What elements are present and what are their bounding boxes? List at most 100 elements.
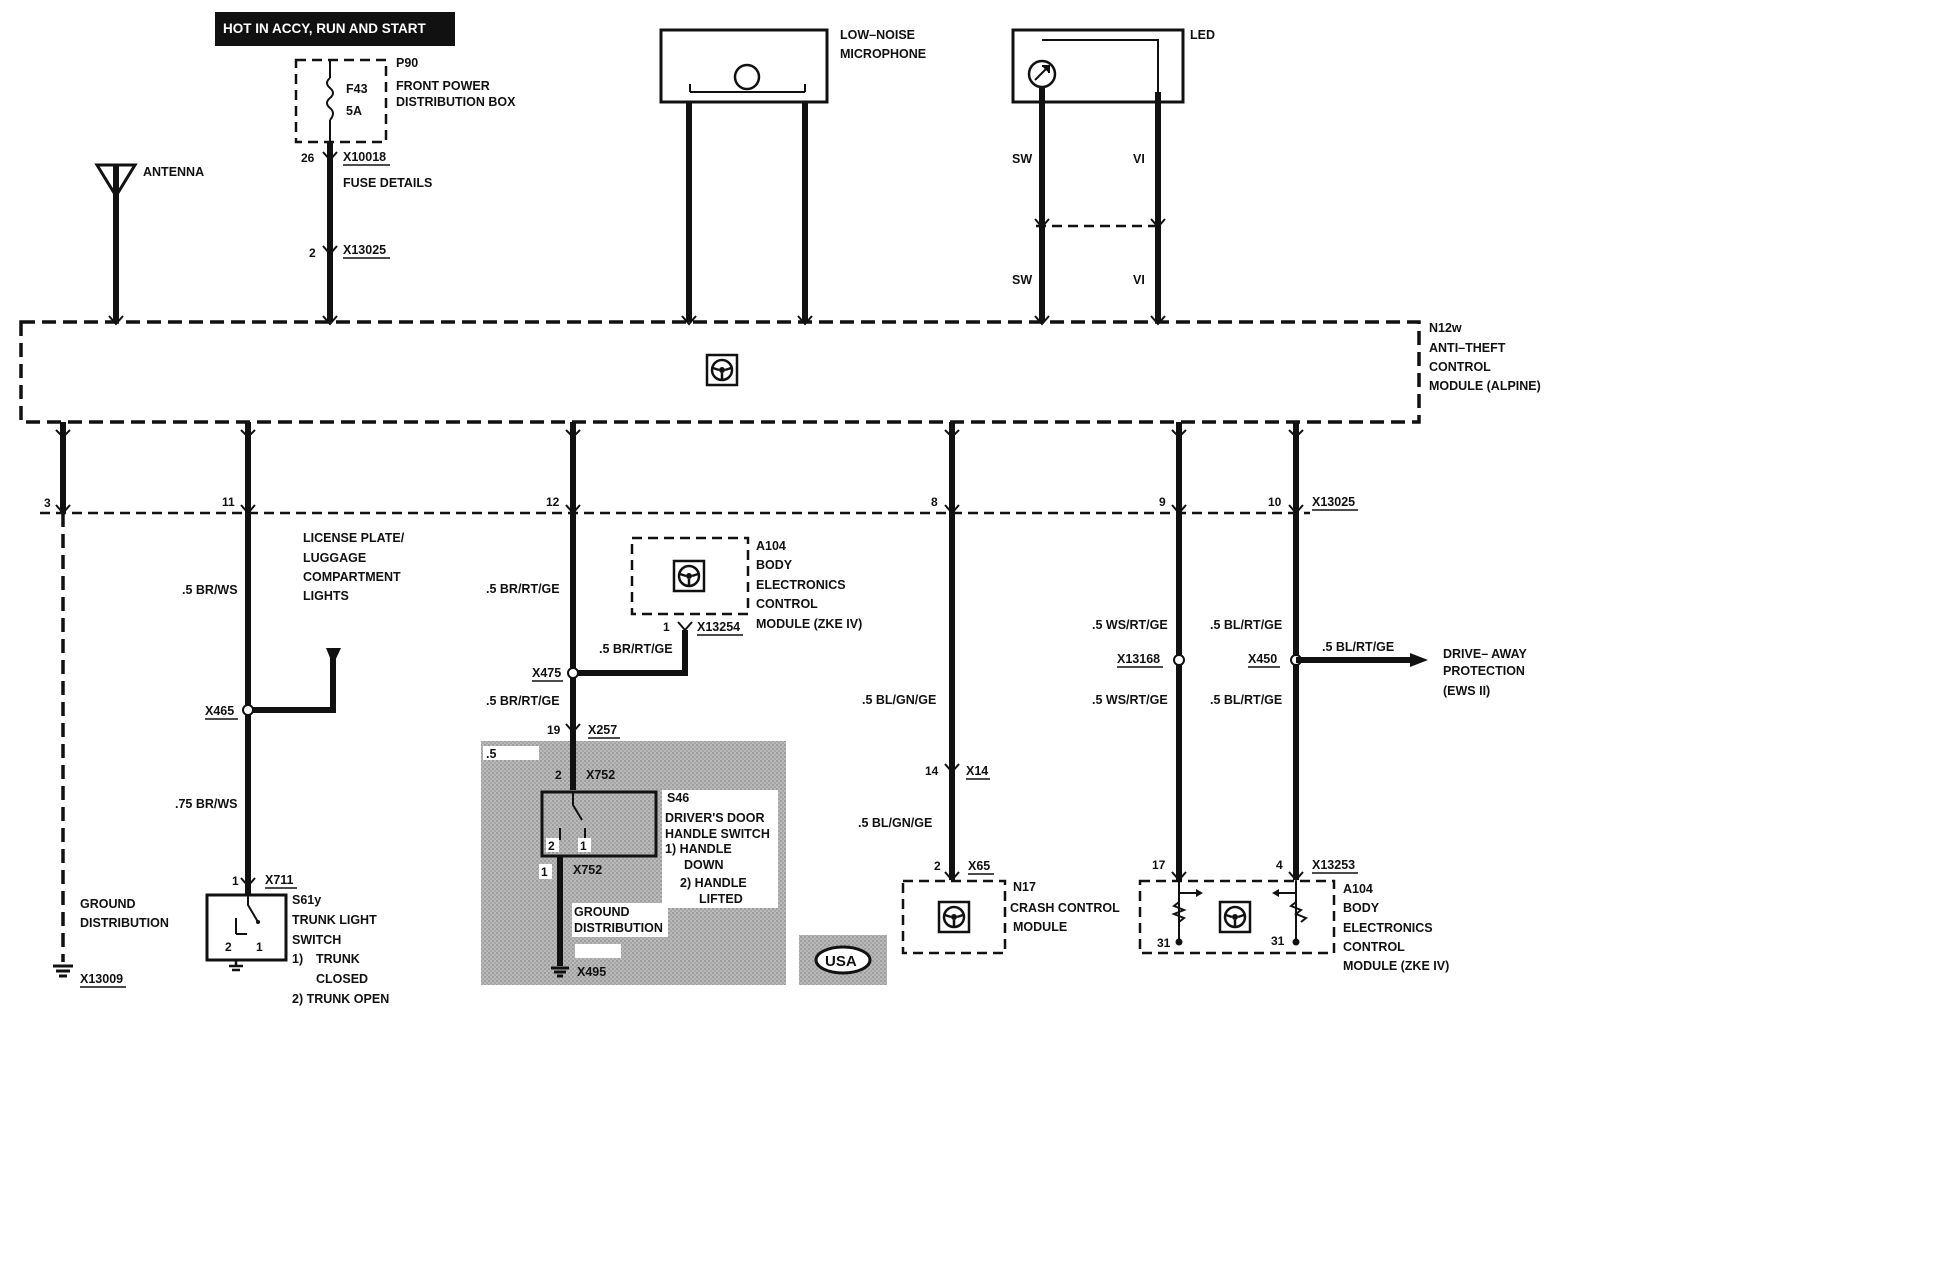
diagram-label: DOWN	[684, 858, 724, 872]
diagram-label: GROUND	[574, 905, 630, 919]
diagram-label: 17	[1152, 858, 1166, 872]
diagram-label: ANTI–THEFT	[1429, 341, 1506, 355]
diagram-label: BODY	[756, 558, 793, 572]
diagram-label: CONTROL	[1343, 940, 1405, 954]
diagram-label: LED	[1190, 28, 1215, 42]
diagram-label: 1	[256, 940, 263, 954]
diagram-label: DISTRIBUTION BOX	[396, 95, 516, 109]
diagram-label: 2) HANDLE	[680, 876, 747, 890]
power-label-banner: HOT IN ACCY, RUN AND START	[215, 12, 455, 46]
diagram-label: 19	[547, 723, 561, 737]
diagram-label: A104	[756, 539, 786, 553]
diagram-label: X14	[966, 764, 988, 778]
diagram-label: 31	[1157, 936, 1171, 950]
drivers-door-handle-switch: 2 1	[540, 790, 658, 858]
diagram-label: X257	[588, 723, 617, 737]
diagram-label: X13025	[1312, 495, 1355, 509]
diagram-label: LIFTED	[699, 892, 743, 906]
body-electronics-module-bottom: 31 31	[1138, 879, 1336, 955]
diagram-label: N12w	[1429, 321, 1462, 335]
diagram-label: ANTENNA	[143, 165, 204, 179]
diagram-label: X711	[265, 873, 294, 887]
control-unit-icon	[705, 353, 739, 387]
diagram-label: MODULE	[1013, 920, 1067, 934]
diagram-label: .75 BR/WS	[175, 797, 238, 811]
diagram-label: LUGGAGE	[303, 551, 366, 565]
diagram-label: HANDLE SWITCH	[665, 827, 770, 841]
diagram-label: 11	[222, 495, 235, 509]
diagram-label: .5 BR/RT/GE	[599, 642, 673, 656]
diagram-label: 1)	[292, 952, 303, 966]
diagram-label: 1) HANDLE	[665, 842, 732, 856]
diagram-label: .5 BL/RT/GE	[1210, 693, 1282, 707]
diagram-label: 12	[546, 495, 560, 509]
diagram-label: MODULE (ZKE IV)	[756, 617, 862, 631]
diagram-label: 1	[663, 620, 670, 634]
diagram-label: USA	[825, 953, 857, 970]
diagram-label: .5 BR/WS	[182, 583, 238, 597]
diagram-label: 2	[934, 859, 941, 873]
diagram-label: SW	[1012, 273, 1032, 287]
diagram-label: 2) TRUNK OPEN	[292, 992, 389, 1006]
diagram-label: SWITCH	[292, 933, 341, 947]
diagram-label: 2	[555, 768, 562, 782]
crash-control-module	[901, 879, 1007, 955]
diagram-label: X10018	[343, 150, 386, 164]
diagram-label: X495	[577, 965, 606, 979]
diagram-label: MODULE (ZKE IV)	[1343, 959, 1449, 973]
diagram-label: 1	[580, 839, 587, 853]
diagram-label: 4	[1276, 858, 1283, 872]
diagram-label: DISTRIBUTION	[80, 916, 169, 930]
diagram-label: CONTROL	[1429, 360, 1491, 374]
diagram-label: .5 WS/RT/GE	[1092, 618, 1168, 632]
diagram-label: 26	[301, 151, 315, 165]
diagram-label: 9	[1159, 495, 1166, 509]
diagram-label: N17	[1013, 880, 1036, 894]
diagram-label: .5 BL/RT/GE	[1322, 640, 1394, 654]
diagram-label: X13009	[80, 972, 123, 986]
diagram-label: DRIVE– AWAY	[1443, 647, 1527, 661]
ground-icon	[53, 964, 73, 978]
diagram-label: F43	[346, 82, 368, 96]
diagram-label: 2	[225, 940, 232, 954]
diagram-label: VI	[1133, 152, 1145, 166]
diagram-label: 31	[1271, 934, 1285, 948]
diagram-label: X13254	[697, 620, 740, 634]
diagram-label: X13025	[343, 243, 386, 257]
trunk-light-switch: 2 1	[205, 893, 288, 972]
diagram-label: CONTROL	[756, 597, 818, 611]
diagram-label: .5	[486, 747, 496, 761]
antenna-icon	[94, 163, 138, 322]
diagram-label: (EWS II)	[1443, 684, 1490, 698]
lights-terminal-icon	[326, 648, 341, 665]
diagram-label: 8	[931, 495, 938, 509]
diagram-label: FUSE DETAILS	[343, 176, 432, 190]
diagram-label: .5 BR/RT/GE	[486, 694, 560, 708]
diagram-label: 3	[44, 496, 51, 510]
diagram-label: TRUNK	[316, 952, 360, 966]
diagram-label: 10	[1268, 495, 1282, 509]
diagram-label: ELECTRONICS	[1343, 921, 1433, 935]
diagram-label: LIGHTS	[303, 589, 349, 603]
anti-theft-module	[19, 320, 1421, 424]
diagram-label: MICROPHONE	[840, 47, 926, 61]
diagram-label: X13253	[1312, 858, 1355, 872]
body-electronics-module-top	[630, 536, 750, 616]
diagram-label: 2	[309, 246, 316, 260]
diagram-label: COMPARTMENT	[303, 570, 401, 584]
diagram-label: LOW–NOISE	[840, 28, 915, 42]
diagram-label: X752	[586, 768, 615, 782]
usa-badge: USA	[814, 945, 872, 975]
microphone-icon	[659, 28, 829, 322]
diagram-label: P90	[396, 56, 418, 70]
fuse-f43: F43 5A	[294, 58, 388, 144]
diagram-label: .5 BL/RT/GE	[1210, 618, 1282, 632]
diagram-label: LICENSE PLATE/	[303, 531, 405, 545]
diagram-label: .5 BR/RT/GE	[486, 582, 560, 596]
diagram-label: PROTECTION	[1443, 664, 1525, 678]
diagram-label: 1	[232, 874, 239, 888]
diagram-label: CLOSED	[316, 972, 368, 986]
diagram-label: GROUND	[80, 897, 136, 911]
diagram-label: ELECTRONICS	[756, 578, 846, 592]
diagram-label: CRASH CONTROL	[1010, 901, 1120, 915]
